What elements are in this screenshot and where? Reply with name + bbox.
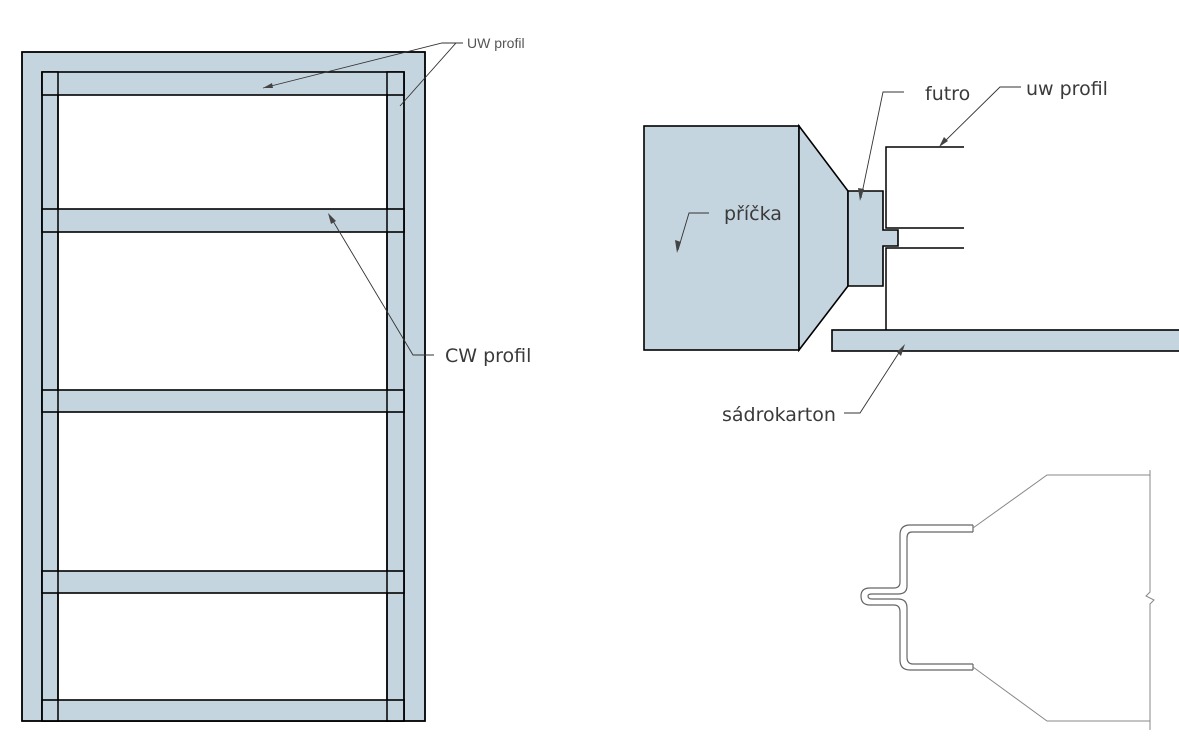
break-line	[1145, 470, 1155, 730]
profile-outline-inner	[867, 531, 973, 665]
label-pricka: příčka	[724, 203, 782, 225]
futro-leader	[860, 91, 904, 199]
profile-outline-outer	[860, 524, 973, 671]
uw-profile-lower	[885, 247, 964, 330]
taper-bottom	[972, 666, 1150, 722]
rail-4	[41, 570, 405, 594]
futro-block	[847, 190, 899, 287]
rail-1	[41, 71, 405, 96]
section-view: příčka futro uw profil sádrokarton	[643, 78, 1179, 426]
arrow-icon	[939, 137, 948, 147]
label-uw-profil-section: uw profil	[1026, 78, 1108, 100]
profile-detail	[860, 470, 1155, 730]
uw-profile-leader	[940, 86, 1021, 146]
uw-profile-upper	[885, 146, 964, 229]
partition-taper	[798, 123, 849, 353]
arrow-icon	[263, 83, 273, 88]
label-sadrokarton: sádrokarton	[722, 404, 836, 426]
pricka-leader	[677, 212, 709, 251]
arrow-icon	[675, 240, 681, 253]
arrow-icon	[897, 344, 905, 356]
label-cw-profil: CW profil	[445, 345, 531, 367]
rail-2	[41, 208, 405, 233]
frame-elevation: UW profil CW profil	[21, 35, 531, 722]
partition-block	[643, 125, 800, 351]
drywall-board	[831, 329, 1179, 352]
drywall-leader	[844, 347, 903, 414]
rail-3	[41, 389, 405, 413]
cw-leader	[329, 215, 434, 356]
label-uw-profil: UW profil	[467, 35, 525, 51]
arrow-icon	[858, 188, 864, 201]
label-futro: futro	[925, 83, 970, 105]
taper-top	[972, 474, 1150, 529]
rail-5	[41, 699, 405, 722]
uw-leader-2	[399, 42, 463, 107]
arrow-icon	[328, 213, 336, 224]
